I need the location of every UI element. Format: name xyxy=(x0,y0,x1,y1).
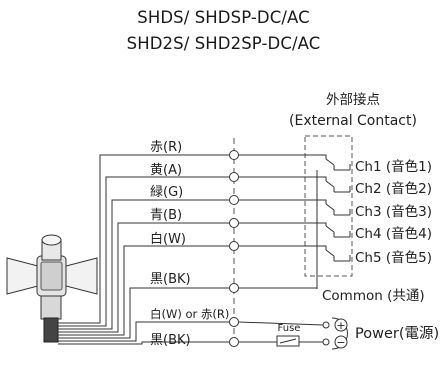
terminal-circle xyxy=(229,241,239,251)
switch-arm xyxy=(325,180,335,188)
wire-line xyxy=(58,154,229,324)
external-contact-box xyxy=(304,135,353,277)
terminal-circle xyxy=(229,283,239,293)
power-source-bracket xyxy=(331,317,348,350)
wire-line xyxy=(58,287,229,339)
siren-device xyxy=(6,234,98,343)
channel-label-3: Ch3 (音色3) xyxy=(355,203,432,220)
terminal-circle xyxy=(229,150,239,160)
device-horn-left xyxy=(6,257,39,295)
channel-labels: Ch1 (音色1) Ch2 (音色2) Ch3 (音色3) Ch4 (音色4) … xyxy=(355,158,432,266)
wire-labels: 赤(R) 黄(A) 緑(G) 青(B) 白(W) 黒(BK) 白(W) or 赤… xyxy=(150,140,229,348)
terminal-circle xyxy=(229,337,239,347)
wire-line xyxy=(58,199,229,330)
switch-lead xyxy=(317,199,327,204)
switch-lead xyxy=(317,222,327,226)
switch-arm xyxy=(325,203,335,211)
wire-line xyxy=(58,341,229,345)
terminal-circles xyxy=(229,150,239,347)
external-contact-label-jp: 外部接点 xyxy=(326,91,380,108)
common-label: Common (共通) xyxy=(322,288,425,304)
model-title-line-1: SHDS/ SHDSP-DC/AC xyxy=(137,8,310,27)
channel-switches xyxy=(317,154,351,262)
model-title-line-2: SHD2S/ SHD2SP-DC/AC xyxy=(126,34,321,53)
switch-arm xyxy=(325,158,335,166)
device-horn-right xyxy=(65,257,98,295)
switch-arm xyxy=(325,225,335,233)
channel-label-1: Ch1 (音色1) xyxy=(355,158,432,175)
wire-label-black: 黒(BK) xyxy=(150,272,191,287)
channel-label-4: Ch4 (音色4) xyxy=(355,225,432,242)
wire-label-red: 赤(R) xyxy=(150,140,182,155)
device-top-cap xyxy=(41,234,62,246)
channel-label-2: Ch2 (音色2) xyxy=(355,180,432,197)
switch-lead xyxy=(317,176,327,181)
switch-lead xyxy=(317,154,327,159)
wire-label-black-power: 黒(BK) xyxy=(150,333,191,348)
terminal-circle xyxy=(229,317,239,327)
power-label: Power(電源) xyxy=(355,325,439,342)
wire-label-yellow: 黄(A) xyxy=(150,163,182,178)
minus-symbol-circle xyxy=(334,335,348,349)
wire-label-green: 緑(G) xyxy=(150,185,183,200)
switch-arm xyxy=(325,249,335,257)
minus-symbol: − xyxy=(336,336,345,349)
wire-label-white: 白(W) xyxy=(150,231,186,247)
fuse-label: Fuse xyxy=(278,323,301,334)
wire-label-blue: 青(B) xyxy=(150,208,182,223)
external-contact-label-en: (External Contact) xyxy=(289,113,417,129)
power-terminal-plus xyxy=(322,321,330,329)
channel-label-5: Ch5 (音色5) xyxy=(355,249,432,266)
plus-symbol: + xyxy=(336,319,345,332)
terminal-circle xyxy=(229,172,239,182)
wire-line xyxy=(58,176,229,327)
fuse-element xyxy=(279,338,297,344)
power-terminal-minus xyxy=(322,338,330,346)
switch-lead xyxy=(317,245,327,250)
wire-lines xyxy=(58,154,324,345)
wire-line xyxy=(58,321,229,342)
wire-line xyxy=(58,245,229,336)
plus-symbol-circle xyxy=(334,318,348,332)
device-bracket-lower xyxy=(40,292,62,320)
terminal-circle xyxy=(229,218,239,228)
terminal-circle xyxy=(229,195,239,205)
power-wire-plus xyxy=(238,321,324,326)
device-body-panel xyxy=(40,261,63,291)
wire-line xyxy=(58,222,229,333)
device-cable-bundle xyxy=(43,317,59,343)
wire-label-white-or-red: 白(W) or 赤(R) xyxy=(150,307,229,321)
